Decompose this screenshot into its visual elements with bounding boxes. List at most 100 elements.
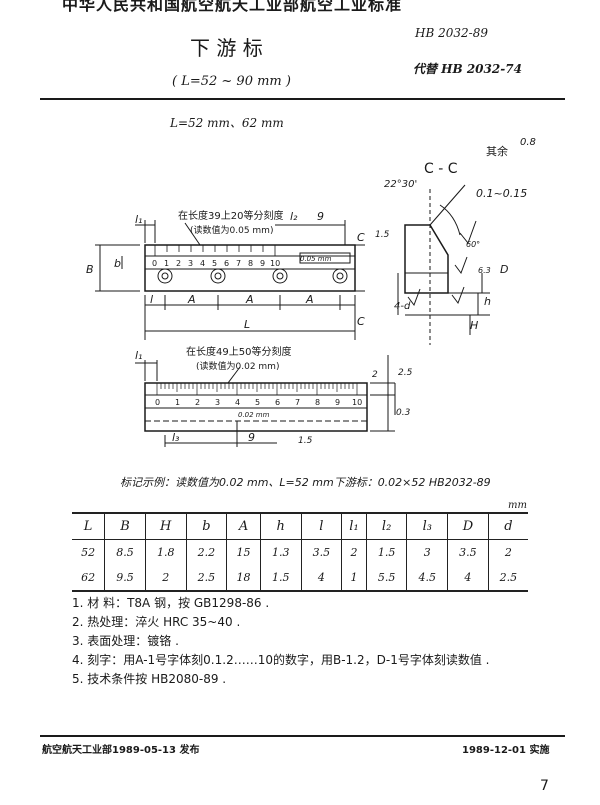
col-header: l₁ bbox=[341, 512, 367, 540]
scale1-num: 8 bbox=[248, 259, 253, 268]
cell: 2.5 bbox=[185, 565, 227, 592]
dim-0-3: 0.3 bbox=[396, 408, 411, 418]
col-header: h bbox=[259, 512, 302, 540]
scale2-num: 1 bbox=[175, 398, 180, 407]
vernier-plate-1 bbox=[144, 244, 356, 292]
mounting-hole bbox=[272, 268, 288, 284]
dim-B: B bbox=[86, 263, 94, 276]
col-header: l₂ bbox=[365, 512, 407, 540]
callout-1a: 在长度39上20等分刻度 bbox=[178, 209, 283, 222]
callout-1b: (读数值为0.05 mm) bbox=[190, 224, 273, 236]
scale1-num: 3 bbox=[188, 259, 193, 268]
section-mark-c-top: C bbox=[357, 231, 365, 244]
mounting-hole bbox=[157, 268, 173, 284]
dim-1-5-b: 1.5 bbox=[298, 436, 313, 446]
col-header: H bbox=[144, 512, 187, 540]
cell: 2 bbox=[341, 539, 367, 565]
section-angle: 22°30' bbox=[384, 179, 417, 190]
col-header: d bbox=[487, 512, 528, 540]
dim-2: 2 bbox=[372, 370, 378, 380]
length-range: ( L=52 ~ 90 mm ) bbox=[172, 74, 291, 89]
page-number: 7 bbox=[540, 778, 549, 794]
scale2-num: 0 bbox=[155, 398, 160, 407]
cell: 1.5 bbox=[365, 539, 407, 565]
standard-code: HB 2032-89 bbox=[415, 26, 488, 40]
cell: 2 bbox=[144, 565, 187, 592]
cell: 1.8 bbox=[144, 539, 187, 565]
dim-H: H bbox=[470, 319, 478, 332]
technical-notes: 1. 材 料：T8A 钢，按 GB1298-86 . 2. 热处理：淬火 HRC… bbox=[72, 594, 489, 689]
callout-2b: (读数值为0.02 mm) bbox=[196, 360, 279, 372]
table-unit: mm bbox=[508, 500, 527, 511]
scale2-num: 8 bbox=[315, 398, 320, 407]
reading-2: 0.02 mm bbox=[238, 411, 270, 419]
reading-1: 0.05 mm bbox=[300, 255, 332, 263]
standard-line: 中华人民共和国航空航天工业部航空工业标准 bbox=[62, 0, 403, 14]
angle-60: 60° bbox=[466, 240, 480, 249]
cell: 15 bbox=[226, 539, 261, 565]
cell: 8.5 bbox=[104, 539, 146, 565]
vernier-plate-2 bbox=[144, 382, 368, 432]
finish-value: 0.8 bbox=[520, 137, 536, 148]
section-mark-c-bottom: C bbox=[357, 315, 365, 328]
col-header: D bbox=[447, 512, 489, 540]
section-title: C - C bbox=[424, 161, 458, 177]
technical-drawing: l₁ l₂ 9 C C B b l A A A L 1.5 l₁ l₃ 9 1.… bbox=[86, 137, 536, 447]
cell: 3.5 bbox=[300, 539, 342, 565]
scale2-num: 6 bbox=[275, 398, 280, 407]
dim-l1: l₁ bbox=[135, 213, 142, 226]
dim-9-b: 9 bbox=[248, 431, 255, 444]
scale2-num: 5 bbox=[255, 398, 260, 407]
replaces-code: 代替 HB 2032-74 bbox=[413, 62, 522, 76]
tolerance: 0.1~0.15 bbox=[476, 187, 527, 200]
note-item: 3. 表面处理：镀铬 . bbox=[72, 634, 179, 648]
issue-date: 航空航天工业部1989-05-13 发布 bbox=[42, 745, 200, 756]
cell: 5.5 bbox=[365, 565, 407, 592]
cell: 1.3 bbox=[259, 539, 302, 565]
scale2-num: 7 bbox=[295, 398, 300, 407]
cell: 2 bbox=[487, 539, 528, 565]
mounting-hole bbox=[332, 268, 348, 284]
dim-l2: l₂ bbox=[290, 210, 298, 223]
scale1-num: 2 bbox=[176, 259, 181, 268]
col-header: l bbox=[300, 512, 342, 540]
cell: 4 bbox=[447, 565, 489, 592]
cell: 18 bbox=[226, 565, 261, 592]
col-header: A bbox=[226, 512, 261, 540]
cell: 4 bbox=[300, 565, 342, 592]
scale1-num: 1 bbox=[164, 259, 169, 268]
scale2-num: 4 bbox=[235, 398, 240, 407]
callout-2a: 在长度49上50等分刻度 bbox=[186, 345, 291, 358]
finish-label: 其余 bbox=[486, 144, 508, 158]
scale2-num: 10 bbox=[352, 398, 362, 407]
note-item: 5. 技术条件按 HB2080-89 . bbox=[72, 672, 227, 686]
dim-l3: l₃ bbox=[172, 431, 180, 444]
dim-b: b bbox=[114, 257, 121, 270]
dim-d: 4-d bbox=[394, 301, 411, 312]
dim-9: 9 bbox=[317, 210, 324, 223]
dim-A1: A bbox=[187, 293, 196, 306]
cell: 3 bbox=[406, 539, 448, 565]
note-item: 2. 热处理：淬火 HRC 35~40 . bbox=[72, 615, 241, 629]
effective-date: 1989-12-01 实施 bbox=[462, 745, 550, 756]
dim-1-5: 1.5 bbox=[375, 230, 390, 240]
scale2-num: 9 bbox=[335, 398, 340, 407]
cell: 1.5 bbox=[259, 565, 302, 592]
dim-2-5: 2.5 bbox=[398, 368, 413, 378]
dim-h: h bbox=[484, 295, 491, 308]
dim-l: l bbox=[150, 293, 153, 306]
mounting-hole bbox=[210, 268, 226, 284]
cell: 52 bbox=[81, 546, 96, 559]
footer-rule bbox=[40, 735, 565, 737]
scale1-num: 10 bbox=[270, 259, 280, 268]
dim-l1-b: l₁ bbox=[135, 349, 142, 362]
dim-A2: A bbox=[245, 293, 254, 306]
scale1-num: 9 bbox=[260, 259, 265, 268]
col-header: b bbox=[185, 512, 227, 540]
note-item: 1. 材 料：T8A 钢，按 GB1298-86 . bbox=[72, 596, 270, 610]
marking-example: 标记示例：读数值为0.02 mm、L=52 mm下游标：0.02×52 HB20… bbox=[120, 476, 491, 489]
cell: 1 bbox=[341, 565, 367, 592]
